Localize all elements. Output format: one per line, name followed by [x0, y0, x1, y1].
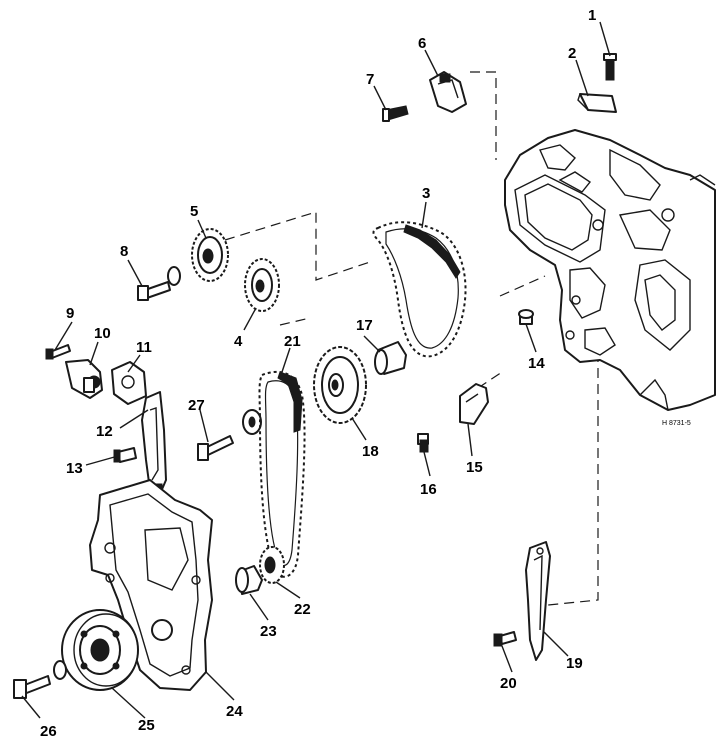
callout-24: 24	[226, 703, 243, 720]
callout-27: 27	[188, 397, 205, 414]
part-12-arm	[141, 391, 167, 495]
callout-3: 3	[422, 185, 430, 202]
callout-12: 12	[96, 423, 113, 440]
callout-4: 4	[234, 333, 243, 350]
part-20-bolt	[493, 631, 517, 647]
part-8-bolt	[137, 266, 181, 301]
callout-16: 16	[420, 481, 437, 498]
callout-2: 2	[568, 45, 576, 62]
part-21-chain	[258, 370, 306, 578]
callout-6: 6	[418, 35, 426, 52]
engine-block	[504, 129, 716, 411]
part-27-bolt	[197, 409, 262, 461]
callout-10: 10	[94, 325, 111, 342]
callouts: 1 2 6 7 3 5 4 8 9 10 11 12 13 27 21 17 1…	[40, 7, 596, 740]
part-1-bolt	[603, 53, 617, 81]
callout-22: 22	[294, 601, 311, 618]
part-17-bushing	[374, 341, 407, 375]
part-6-tensioner	[429, 71, 467, 113]
callout-20: 20	[500, 675, 517, 692]
callout-13: 13	[66, 460, 83, 477]
callout-1: 1	[588, 7, 596, 24]
callout-15: 15	[466, 459, 483, 476]
part-19-guide	[525, 541, 551, 661]
part-4-sprocket	[244, 258, 280, 312]
callout-21: 21	[284, 333, 301, 350]
callout-14: 14	[528, 355, 545, 372]
callout-17: 17	[356, 317, 373, 334]
part-24-cover	[89, 479, 213, 691]
part-9-bolt	[45, 344, 71, 360]
reference-code: H 8731-5	[662, 420, 691, 427]
part-16-bolt	[417, 433, 429, 453]
part-10-plunger	[65, 359, 103, 399]
part-22-sprocket	[259, 546, 285, 584]
callout-5: 5	[190, 203, 198, 220]
part-5-sprocket	[191, 228, 229, 282]
callout-23: 23	[260, 623, 277, 640]
part-26-bolt	[13, 660, 67, 699]
part-3-chain	[372, 221, 467, 358]
part-7-bolt	[382, 105, 409, 122]
part-18-sprocket	[313, 346, 367, 424]
callout-8: 8	[120, 243, 128, 260]
part-23-spacer	[235, 565, 263, 595]
leader-lines	[21, 21, 611, 719]
callout-18: 18	[362, 443, 379, 460]
part-15-guide	[459, 383, 489, 425]
callout-7: 7	[366, 71, 374, 88]
callout-25: 25	[138, 717, 155, 734]
part-14-bolt	[518, 309, 534, 325]
part-25-pulley	[61, 609, 139, 691]
part-11-gasket	[111, 361, 147, 405]
part-2-plate	[577, 93, 617, 113]
callout-26: 26	[40, 723, 57, 740]
callout-9: 9	[66, 305, 74, 322]
callout-11: 11	[136, 339, 152, 356]
part-13-bolt	[113, 447, 137, 463]
callout-19: 19	[566, 655, 583, 672]
